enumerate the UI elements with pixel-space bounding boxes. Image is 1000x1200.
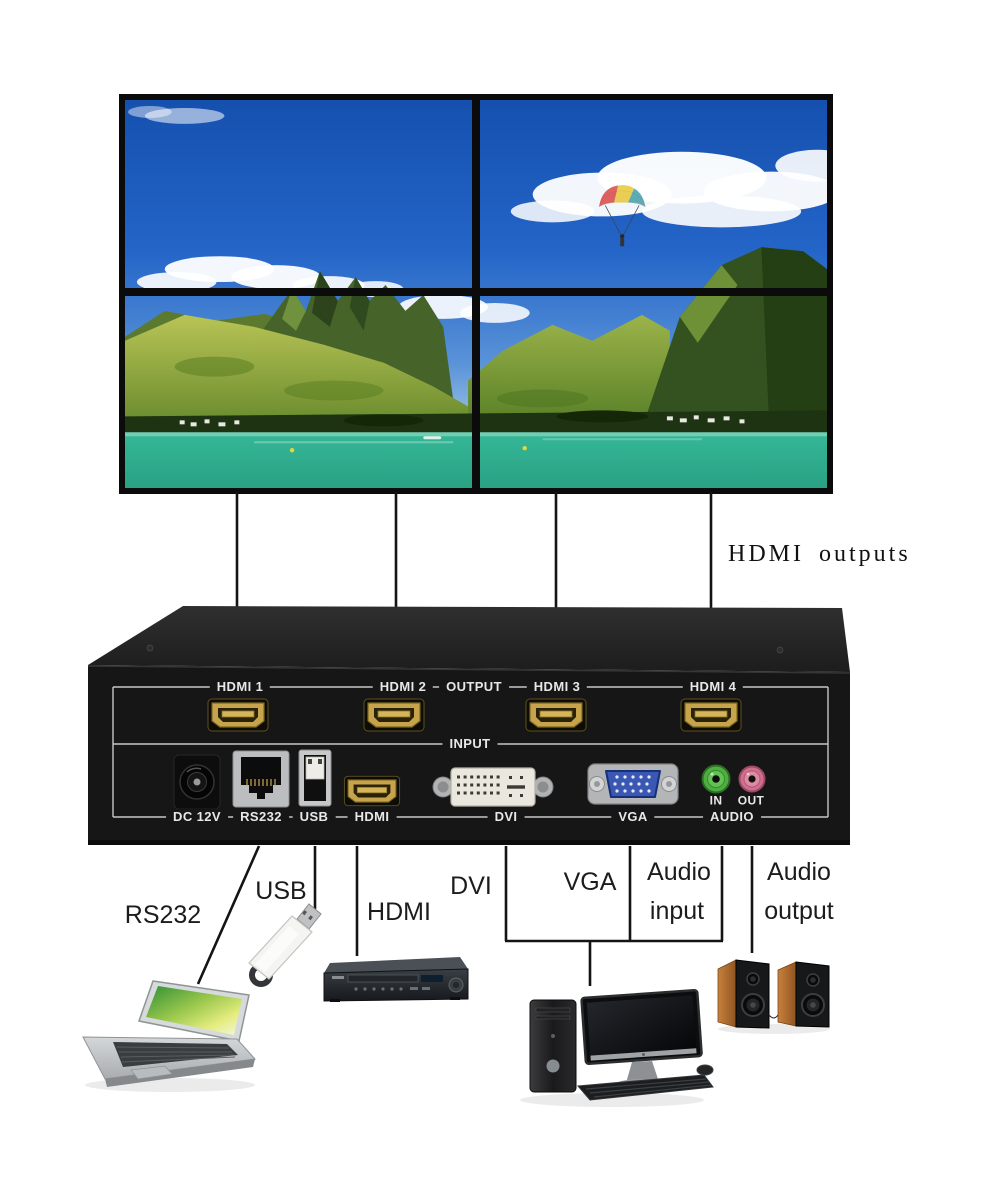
hdmi3-port (525, 698, 587, 732)
rs232-caption: RS232 (124, 901, 202, 929)
speaker-left (717, 959, 770, 1029)
dvi-port-label: DVI (487, 808, 525, 826)
wall-bezel-horizontal (125, 288, 827, 296)
dvi-caption: DVI (450, 872, 492, 900)
dvd-player (323, 957, 469, 1002)
audio-input-caption-line1: Audio (647, 858, 711, 886)
controller-device (87, 606, 851, 845)
parasail (598, 185, 646, 247)
audio-output-caption-line1: Audio (767, 858, 831, 886)
audio-output-caption-line2: output (764, 897, 834, 925)
vga-port-label: VGA (611, 808, 655, 826)
hdmi1-label: HDMI 1 (209, 678, 271, 696)
screw-icon (776, 646, 784, 654)
mountains (125, 247, 827, 429)
hdmi-caption: HDMI (367, 898, 431, 926)
usb-drive (248, 903, 322, 987)
audio-in-label: IN (709, 793, 723, 808)
hdmi4-port (680, 698, 742, 732)
rs232-port (232, 750, 290, 808)
audio-in-jack (701, 764, 731, 794)
laptop (82, 980, 257, 1092)
usb-port-label: USB (292, 808, 336, 826)
hdmi4-label: HDMI 4 (682, 678, 744, 696)
output-section-label: OUTPUT (439, 678, 509, 696)
usb-caption: USB (255, 877, 307, 905)
hdmi1-port (207, 698, 269, 732)
audio-out-jack (738, 765, 766, 793)
hdmi2-label: HDMI 2 (372, 678, 434, 696)
vga-port (587, 763, 679, 805)
rs232-wire (196, 845, 261, 985)
rs232-port-label: RS232 (233, 808, 289, 826)
speaker-right (777, 961, 830, 1028)
usb-port (298, 749, 332, 807)
vga-caption: VGA (563, 868, 617, 896)
audio-input-caption-line2: input (649, 897, 705, 925)
desktop-computer (520, 989, 714, 1107)
hdmi3-label: HDMI 3 (526, 678, 588, 696)
audio-out-label: OUT (737, 793, 765, 808)
hdmi-outputs-caption: HDMI outputs (728, 541, 911, 567)
dc12v-label: DC 12V (166, 808, 228, 826)
device-top-face (88, 606, 850, 672)
hdmi2-port (363, 698, 425, 732)
audio-port-label: AUDIO (703, 808, 761, 826)
hdmi-port-label: HDMI (347, 808, 397, 826)
dvi-port (432, 767, 554, 807)
input-section-label: INPUT (442, 735, 498, 753)
video-wall (119, 94, 833, 494)
dc-power-jack (173, 754, 221, 810)
hdmi-input-port (343, 775, 401, 807)
screw-icon (146, 644, 154, 652)
speakers (717, 959, 830, 1034)
